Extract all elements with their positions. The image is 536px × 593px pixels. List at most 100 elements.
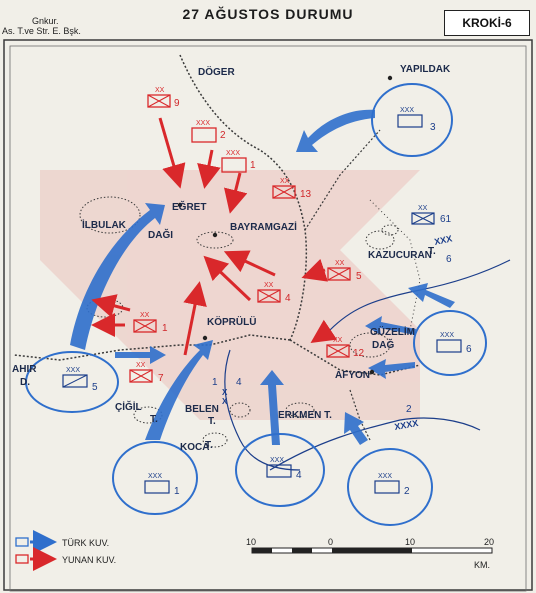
scale-tick-0: 0 (328, 537, 333, 547)
svg-text:XXX: XXX (400, 107, 414, 114)
svg-text:6: 6 (466, 344, 472, 355)
svg-text:5: 5 (356, 271, 362, 282)
svg-text:13: 13 (300, 189, 312, 200)
svg-text:1: 1 (174, 486, 180, 497)
svg-text:1: 1 (162, 323, 168, 334)
label-egret: EĞRET (172, 200, 206, 213)
svg-text:9: 9 (174, 98, 180, 109)
label-dagi: DAĞI (148, 228, 173, 241)
svg-text:4: 4 (296, 470, 302, 481)
greek-division-4: XX 4 (257, 282, 291, 304)
svg-text:2: 2 (404, 486, 410, 497)
svg-text:XX: XX (333, 337, 343, 344)
svg-text:XXX: XXX (433, 233, 453, 247)
label-koca: KOCA (180, 442, 209, 453)
svg-text:XXX: XXX (440, 332, 454, 339)
greek-division-13: XX 13 (272, 178, 312, 200)
label-afyon: AFYON (335, 370, 370, 381)
turkish-army-2: XXX 2 (374, 473, 410, 497)
legend-turkish-label: TÜRK KUV. (62, 538, 109, 548)
turkish-army-areas (25, 83, 487, 526)
label-belen: BELEN (185, 404, 219, 415)
label-guzelim: GÜZELİM (370, 325, 415, 338)
svg-text:XXX: XXX (226, 150, 240, 157)
svg-text:XX: XX (136, 362, 146, 369)
svg-text:XXX: XXX (378, 473, 392, 480)
svg-text:X: X (222, 388, 228, 397)
turkish-army-6: XXX 6 (436, 332, 472, 355)
svg-text:XX: XX (140, 312, 150, 319)
legend-greek: YUNAN KUV. (15, 547, 116, 571)
greek-division-7: XX 7 (129, 362, 164, 384)
scale-tick-20: 20 (484, 537, 494, 547)
greek-corps-1-top: XXX 1 (221, 150, 256, 173)
egret-dot (177, 202, 183, 208)
turkish-corps-4-boundary: 1 4 X X (212, 377, 242, 406)
scale-tick-10-left: 10 (246, 537, 256, 547)
sketch-badge: KROKİ-6 (444, 10, 530, 36)
greek-division-12: XX 12 (326, 337, 365, 359)
map-frame (3, 39, 533, 591)
svg-text:1: 1 (212, 377, 218, 388)
greek-movement-arrows (91, 117, 338, 356)
scale-bar: 10 0 10 20 KM. (246, 537, 494, 570)
greek-division-5: XX 5 (327, 260, 362, 282)
label-doger: DÖGER (198, 65, 235, 78)
svg-text:3: 3 (430, 122, 436, 133)
svg-text:X: X (222, 397, 228, 406)
label-guzelim-dag: DAĞ (372, 338, 394, 351)
svg-text:XX: XX (155, 87, 165, 94)
svg-text:4: 4 (236, 377, 242, 388)
turkish-army-1: XXX 1 (144, 473, 180, 497)
turkish-army-3: XXX 3 (397, 107, 436, 133)
source-line-2: As. T.ve Str. E. Bşk. (2, 26, 81, 36)
label-kazucuran-t: T. (428, 246, 436, 257)
map-title: 27 AĞUSTOS DURUMU (182, 6, 354, 22)
turkish-army-5: XXX 5 (62, 367, 98, 393)
svg-text:6: 6 (446, 254, 452, 265)
turkish-corps-2-boundary: 2 XXXX (394, 404, 419, 432)
legend-turkish: TÜRK KUV. (15, 530, 109, 554)
afyon-dot (369, 369, 375, 375)
source-line-1: Gnkur. (32, 16, 59, 26)
scale-unit: KM. (474, 560, 490, 570)
bayramgazi-dot (212, 232, 218, 238)
svg-text:7: 7 (158, 373, 164, 384)
map-inner-frame (9, 45, 527, 592)
greek-division-1: XX 1 (133, 312, 168, 334)
source-note: Gnkur. As. T.ve Str. E. Bşk. (2, 16, 81, 36)
svg-text:XX: XX (335, 260, 345, 267)
label-koprulu: KÖPRÜLÜ (207, 315, 256, 328)
turkish-corps-6-boundary: XXX 6 (433, 233, 453, 265)
label-ahir-d: D. (20, 377, 30, 388)
label-erkmen: ERKMEN T. (278, 410, 332, 421)
svg-text:XX: XX (264, 282, 274, 289)
svg-text:XXX: XXX (66, 367, 80, 374)
label-koca-t: T. (205, 440, 213, 451)
svg-text:XXX: XXX (270, 457, 284, 464)
turkish-army-4: XXX 4 (266, 457, 302, 481)
greek-division-9: XX 9 (147, 87, 180, 109)
svg-text:1: 1 (250, 160, 256, 171)
svg-text:XXXX: XXXX (394, 418, 419, 432)
svg-text:XXX: XXX (148, 473, 162, 480)
label-yapildak: YAPILDAK (400, 64, 451, 75)
svg-text:XX: XX (418, 205, 428, 212)
label-ahir: AHIR (12, 364, 37, 375)
greek-corps-2: XXX 2 (191, 120, 226, 143)
label-cigil-t: T. (150, 414, 158, 425)
scale-tick-10: 10 (405, 537, 415, 547)
label-kazucuran: KAZUCURAN (368, 250, 432, 261)
koprulu-dot (202, 335, 208, 341)
svg-text:5: 5 (92, 382, 98, 393)
turkish-corps-61: XX 61 (411, 205, 452, 225)
svg-text:XX: XX (280, 178, 290, 185)
svg-text:4: 4 (285, 293, 291, 304)
yapildak-dot (387, 75, 393, 81)
railway-lines (13, 54, 421, 441)
